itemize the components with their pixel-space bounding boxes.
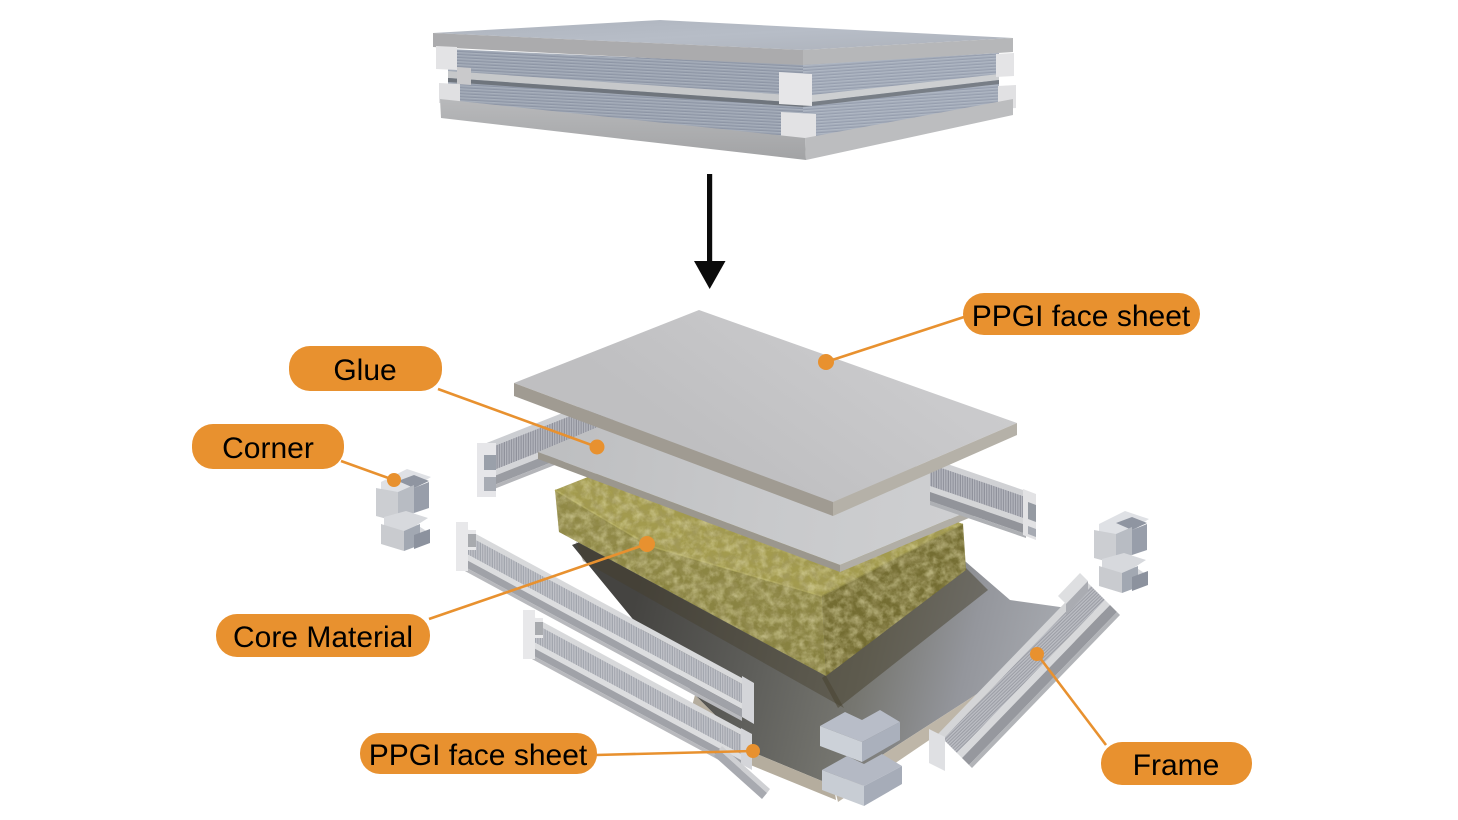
svg-text:PPGI face sheet: PPGI face sheet: [369, 739, 588, 772]
svg-text:Core Material: Core Material: [233, 621, 413, 654]
svg-text:PPGI face sheet: PPGI face sheet: [972, 300, 1191, 333]
svg-text:Glue: Glue: [333, 354, 396, 387]
svg-text:Corner: Corner: [222, 432, 314, 465]
svg-text:Frame: Frame: [1133, 749, 1220, 782]
